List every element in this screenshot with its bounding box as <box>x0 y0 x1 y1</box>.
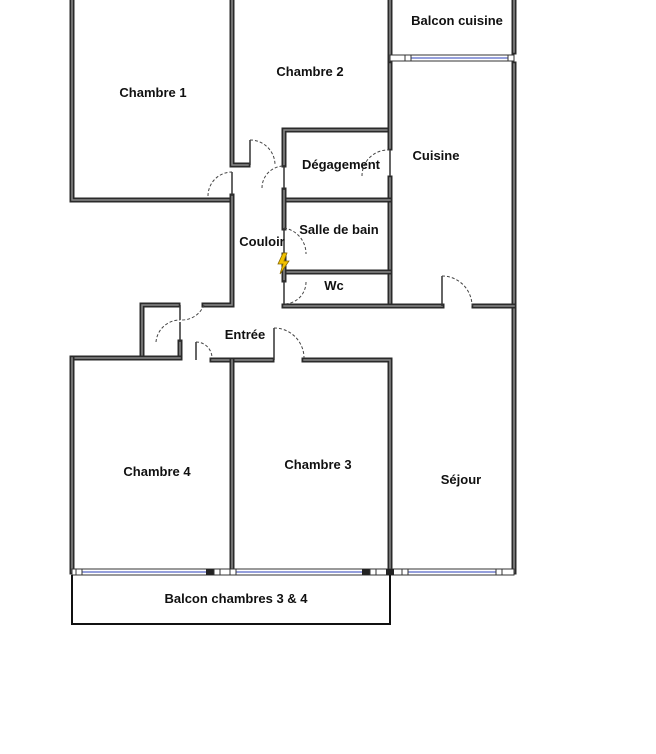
label-chambre-4: Chambre 4 <box>123 464 191 479</box>
label-chambre-2: Chambre 2 <box>276 64 343 79</box>
room-labels: Chambre 1 Chambre 2 Balcon cuisine Dégag… <box>119 13 502 606</box>
label-balcon-cuisine: Balcon cuisine <box>411 13 503 28</box>
balcony-outline <box>71 575 391 625</box>
windows <box>71 54 515 576</box>
label-chambre-1: Chambre 1 <box>119 85 186 100</box>
walls <box>69 0 517 575</box>
doors <box>155 139 473 360</box>
label-sejour: Séjour <box>441 472 481 487</box>
lightning-bolt-icon <box>277 252 290 275</box>
label-entree: Entrée <box>225 327 265 342</box>
label-chambre-3: Chambre 3 <box>284 457 351 472</box>
label-couloir: Couloir <box>239 234 285 249</box>
label-salle-de-bain: Salle de bain <box>299 222 379 237</box>
label-cuisine: Cuisine <box>413 148 460 163</box>
label-balcon-chambres: Balcon chambres 3 & 4 <box>164 591 308 606</box>
label-degagement: Dégagement <box>302 157 381 172</box>
label-wc: Wc <box>324 278 344 293</box>
